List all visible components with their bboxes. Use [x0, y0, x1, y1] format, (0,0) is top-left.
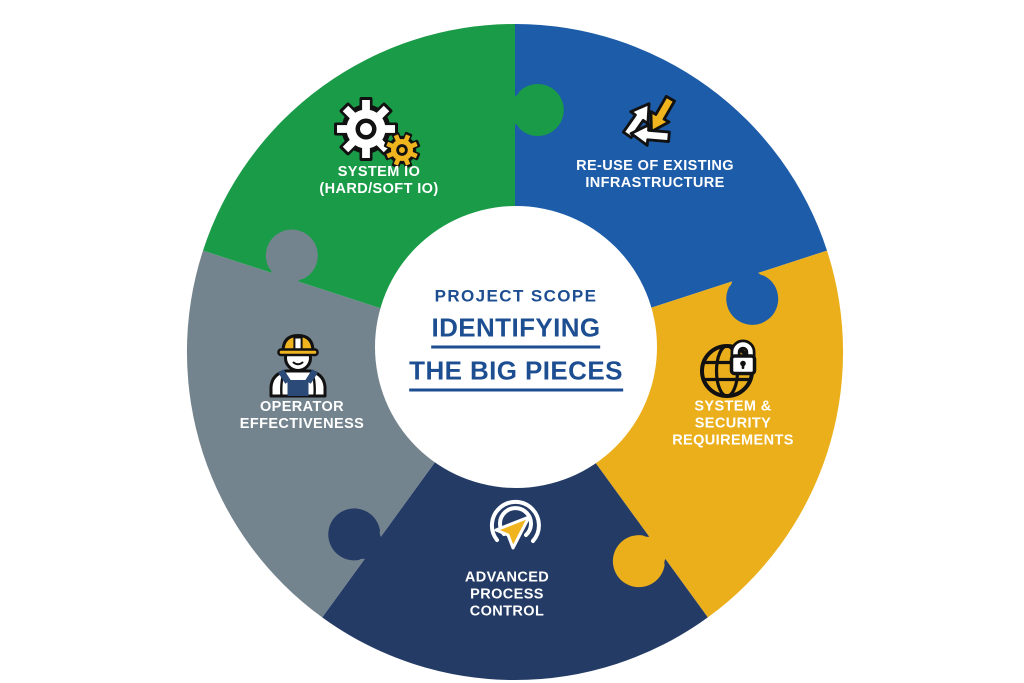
center-title-line2: THE BIG PIECES — [409, 358, 623, 392]
knob-green-into-blue — [497, 84, 564, 136]
center-title-line1: IDENTIFYING — [431, 315, 601, 349]
label-reuse-infrastructure: RE-USE OF EXISTING INFRASTRUCTURE — [576, 157, 734, 191]
small-gear-icon — [383, 131, 421, 169]
gears-icon — [334, 97, 398, 161]
piece-advanced-process-control — [322, 352, 708, 681]
center-title-block: PROJECT SCOPE IDENTIFYING THE BIG PIECES — [409, 287, 623, 392]
center-eyebrow: PROJECT SCOPE — [434, 286, 598, 306]
label-operator-effectiveness: OPERATOR EFFECTIVENESS — [239, 398, 365, 432]
label-advanced-process-control: ADVANCED PROCESS CONTROL — [464, 569, 550, 620]
knob-blue-into-yellow — [726, 256, 779, 325]
knob-navy-into-gray — [328, 508, 394, 568]
recycle-arrows-icon — [621, 94, 676, 147]
padlock-icon — [729, 339, 757, 376]
globe-lock-icon — [700, 339, 757, 398]
knob-yellow-into-navy — [612, 528, 679, 588]
cursor-click-icon — [489, 499, 541, 550]
label-system-security: SYSTEM & SECURITY REQUIREMENTS — [672, 398, 794, 449]
knob-gray-into-green — [265, 229, 318, 298]
worker-hardhat-icon — [269, 334, 327, 398]
label-system-io: SYSTEM IO (HARD/SOFT IO) — [319, 163, 439, 197]
